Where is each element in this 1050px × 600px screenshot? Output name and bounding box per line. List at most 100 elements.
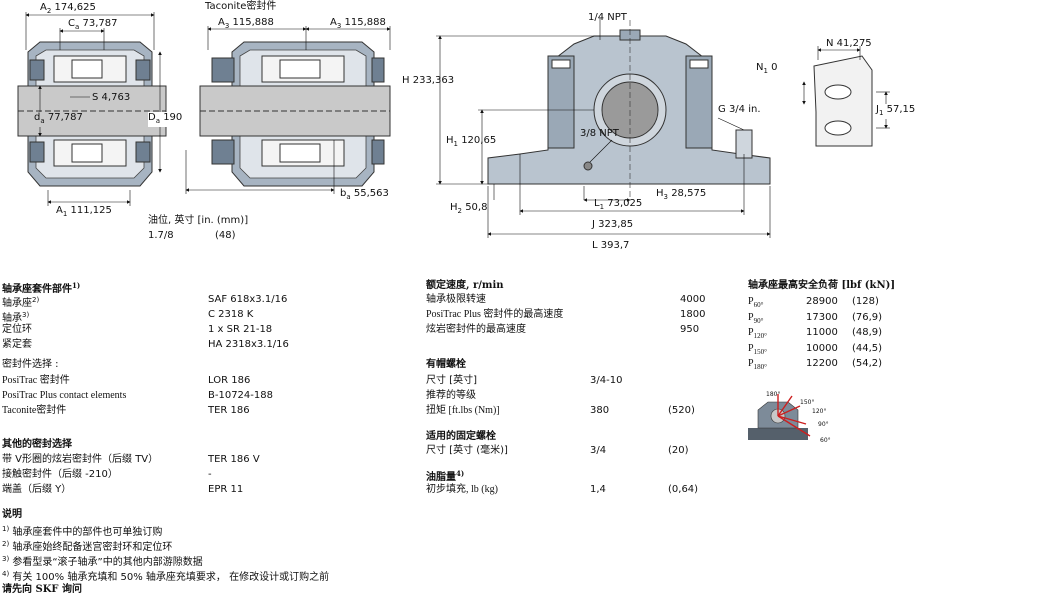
seal-row-label: Taconite密封件 <box>2 405 67 416</box>
taconite-section-view <box>185 26 391 194</box>
seal-row-value: B-10724-188 <box>208 390 273 401</box>
load-value: 28900 <box>806 296 838 307</box>
seal-row-label: PosiTrac Plus contact elements <box>2 390 127 401</box>
load-value: 10000 <box>806 343 838 354</box>
load-value-kn: (76,9) <box>852 312 883 323</box>
other-seal-value: TER 186 V <box>208 454 260 465</box>
dim-h2: H2 50,8 <box>450 202 488 215</box>
dim-h1: H1 120,65 <box>446 135 497 148</box>
kit-title: 轴承座套件部件1) <box>2 281 81 295</box>
kit-row-bearing: 轴承3) <box>2 311 30 324</box>
dim-j1: J1 57,15 <box>876 104 916 119</box>
dim-h: H 233,363 <box>402 75 455 86</box>
dim-h3: H3 28,575 <box>656 188 707 201</box>
dim-n: N 41,275 <box>826 38 872 49</box>
note-item: 3) 参看型录“滚子轴承”中的其他内部游隙数据 <box>2 555 203 568</box>
speed-row-value: 950 <box>680 324 700 335</box>
speed-title: 额定速度, r/min <box>426 280 504 291</box>
fixing-title: 适用的固定螺栓 <box>426 431 496 442</box>
load-label: P90° <box>748 312 764 325</box>
angle-label: 60° <box>820 437 831 444</box>
load-value: 12200 <box>806 358 838 369</box>
dim-a1: A1 111,125 <box>56 205 112 218</box>
dim-l: L 393,7 <box>592 240 630 251</box>
note-item: 4) 有关 100% 轴承充填和 50% 轴承座充填要求， 在修改设计或订购之前 <box>2 570 330 583</box>
dim-s: S 4,763 <box>92 92 131 103</box>
dim-da: da 77,787 <box>34 112 83 127</box>
dim-a3-right: A3 115,888 <box>330 17 386 30</box>
bolts-title: 有帽螺栓 <box>426 359 466 370</box>
seal-row-label: PosiTrac 密封件 <box>2 375 70 386</box>
seal-row-value: TER 186 <box>208 405 250 416</box>
load-value-kn: (54,2) <box>852 358 883 369</box>
speed-row-label: PosiTrac Plus 密封件的最高速度 <box>426 309 564 320</box>
oil-level-inch: 1.7/8 <box>148 230 174 241</box>
load-value: 17300 <box>806 312 838 323</box>
seal-title: 密封件选择 : <box>2 359 59 370</box>
bolts-size-label: 尺寸 [英寸] <box>426 375 477 386</box>
other-seal-label: 端盖（后缀 Y） <box>2 484 72 495</box>
note-item: 2) 轴承座始终配备迷宫密封环和定位环 <box>2 540 173 553</box>
dim-Da: Da 190 <box>148 112 183 127</box>
other-seals-title: 其他的密封选择 <box>2 439 72 450</box>
load-value: 11000 <box>806 327 838 338</box>
load-value-kn: (48,9) <box>852 327 883 338</box>
grease-title: 油脂量4) <box>426 469 465 483</box>
speed-row-label: 炫岩密封件的最高速度 <box>426 324 526 335</box>
contact-skf: 请先向 SKF 询问 <box>2 584 82 595</box>
kit-value-bearing: C 2318 K <box>208 309 254 320</box>
load-label: P180° <box>748 358 767 371</box>
angle-label: 180° <box>766 391 780 398</box>
housing-front-view <box>436 18 771 238</box>
kit-row-ring: 定位环 <box>2 324 32 335</box>
load-label: P120° <box>748 327 767 340</box>
notes-title: 说明 <box>2 509 22 520</box>
load-label: P60° <box>748 296 764 309</box>
load-value-kn: (128) <box>852 296 879 307</box>
other-seal-label: 带 V形圈的炫岩密封件（后缀 TV） <box>2 454 159 465</box>
dim-ca: Ca 73,787 <box>68 18 118 31</box>
bolts-grade-label: 推荐的等级 <box>426 390 476 401</box>
load-value-kn: (44,5) <box>852 343 883 354</box>
bolts-torque-value-nm: (520) <box>668 405 695 416</box>
dim-ba: ba 55,563 <box>340 188 389 201</box>
angle-label: 150° <box>800 399 814 406</box>
other-seal-value: EPR 11 <box>208 484 244 495</box>
technical-drawing <box>17 12 890 238</box>
note-item: 1) 轴承座套件中的部件也可单独订购 <box>2 525 163 538</box>
dim-n1: N1 0 <box>756 62 778 75</box>
kit-value-housing: SAF 618x3.1/16 <box>208 294 288 305</box>
taconite-label: Taconite密封件 <box>205 1 277 12</box>
bolts-torque-label: 扭矩 [ft.lbs (Nm)] <box>426 405 500 416</box>
dim-j: J 323,85 <box>592 219 634 230</box>
fixing-size-value: 3/4 <box>590 445 607 456</box>
oil-level-mm: (48) <box>215 230 236 241</box>
speed-row-value: 1800 <box>680 309 706 320</box>
bolts-size-value: 3/4-10 <box>590 375 623 386</box>
foot-detail-view <box>802 46 890 147</box>
kit-row-sleeve: 紧定套 <box>2 339 32 350</box>
speed-row-label: 轴承极限转速 <box>426 294 486 305</box>
angle-label: 90° <box>818 421 829 428</box>
grease-value: 1,4 <box>590 484 606 495</box>
seal-row-value: LOR 186 <box>208 375 251 386</box>
load-label: P150° <box>748 343 767 356</box>
housing-section-view <box>17 12 167 206</box>
dim-a2: A2 174,625 <box>40 2 96 15</box>
dim-g: G 3/4 in. <box>718 104 761 115</box>
oil-level-header: 油位, 英寸 [in. (mm)] <box>148 215 249 226</box>
grease-label: 初步填充, lb (kg) <box>426 484 498 495</box>
kit-value-ring: 1 x SR 21-18 <box>208 324 273 335</box>
other-seal-label: 接触密封件（后缀 -210） <box>2 469 118 480</box>
bolts-torque-value: 380 <box>590 405 610 416</box>
speed-row-value: 4000 <box>680 294 706 305</box>
load-direction-diagram: 180° 150° 120° 90° 60° <box>748 391 831 444</box>
angle-label: 120° <box>812 408 826 415</box>
dim-npt-top: 1/4 NPT <box>588 12 627 23</box>
other-seal-value: - <box>208 469 212 480</box>
kit-row-housing: 轴承座2) <box>2 296 40 309</box>
fixing-size-value-mm: (20) <box>668 445 689 456</box>
grease-value-kg: (0,64) <box>668 484 699 495</box>
kit-value-sleeve: HA 2318x3.1/16 <box>208 339 289 350</box>
fixing-size-label: 尺寸 [英寸 (毫米)] <box>426 445 508 456</box>
